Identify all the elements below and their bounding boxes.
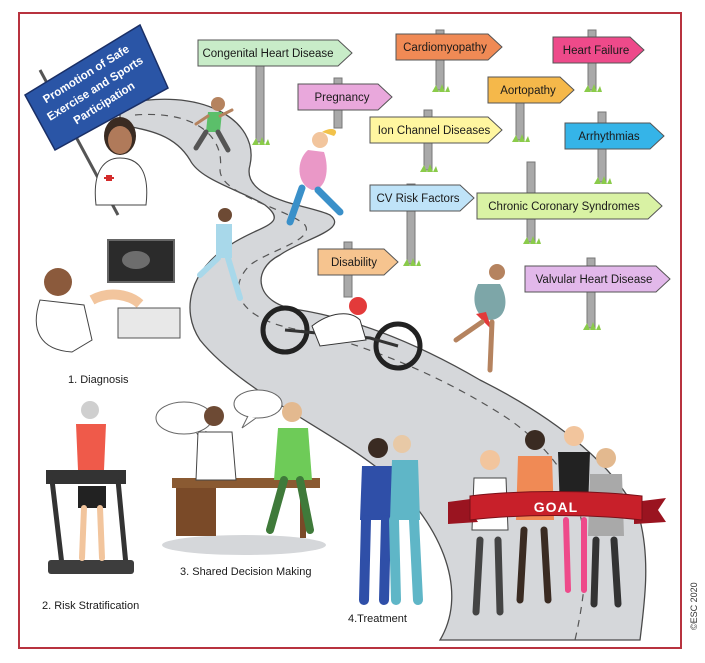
sign-valvular-heart-disease: Valvular Heart Disease [524,265,671,293]
shared-decision-scene [155,389,326,555]
treadmill-scene [46,401,134,574]
sign-chronic-coronary-syndromes: Chronic Coronary Syndromes [476,192,663,220]
runner-pregnant-woman [286,129,344,226]
handcycle-athlete [260,297,423,371]
grass-tufts [252,84,612,330]
sign-chronic-coronary-label: Chronic Coronary Syndromes [488,201,640,213]
copyright-text: ©ESC 2020 [689,582,699,630]
sign-heart-failure: Heart Failure [552,36,645,64]
sign-pregnancy: Pregnancy [297,83,393,111]
sign-cv-risk-label: CV Risk Factors [376,193,459,205]
step-3-shared-caption: 3. Shared Decision Making [180,566,311,578]
sign-disability: Disability [317,248,399,276]
runner-man-grey [453,264,506,373]
sign-ion-channel-label: Ion Channel Diseases [378,125,491,137]
sign-congenital-heart-disease: Congenital Heart Disease [197,39,353,67]
sign-valvular-label: Valvular Heart Disease [536,274,653,286]
step-4-treatment-caption: 4.Treatment [348,613,407,625]
sign-pregnancy-label: Pregnancy [315,92,370,104]
runner-green-shirt [193,97,234,153]
sign-aortopathy-label: Aortopathy [500,85,556,97]
treatment-scene [359,435,423,605]
sign-disability-label: Disability [331,257,377,269]
goal-ribbon: GOAL [448,491,666,524]
sign-congenital-label: Congenital Heart Disease [202,48,333,60]
step-2-risk-caption: 2. Risk Stratification [42,600,139,612]
nurse-figure [94,117,148,206]
runner-woman-blue [197,208,243,301]
diagnosis-scene [35,239,181,353]
goal-text: GOAL [534,499,578,515]
sign-cardiomyopathy-label: Cardiomyopathy [403,42,487,54]
sign-arrhythmias-label: Arrhythmias [578,131,640,143]
sign-cv-risk-factors: CV Risk Factors [369,184,475,212]
sign-ion-channel-diseases: Ion Channel Diseases [369,116,503,144]
sign-heart-failure-label: Heart Failure [563,45,629,57]
sign-cardiomyopathy: Cardiomyopathy [395,33,503,61]
sign-arrhythmias: Arrhythmias [564,122,665,150]
step-1-diagnosis-caption: 1. Diagnosis [68,374,129,386]
sign-aortopathy: Aortopathy [487,76,575,104]
